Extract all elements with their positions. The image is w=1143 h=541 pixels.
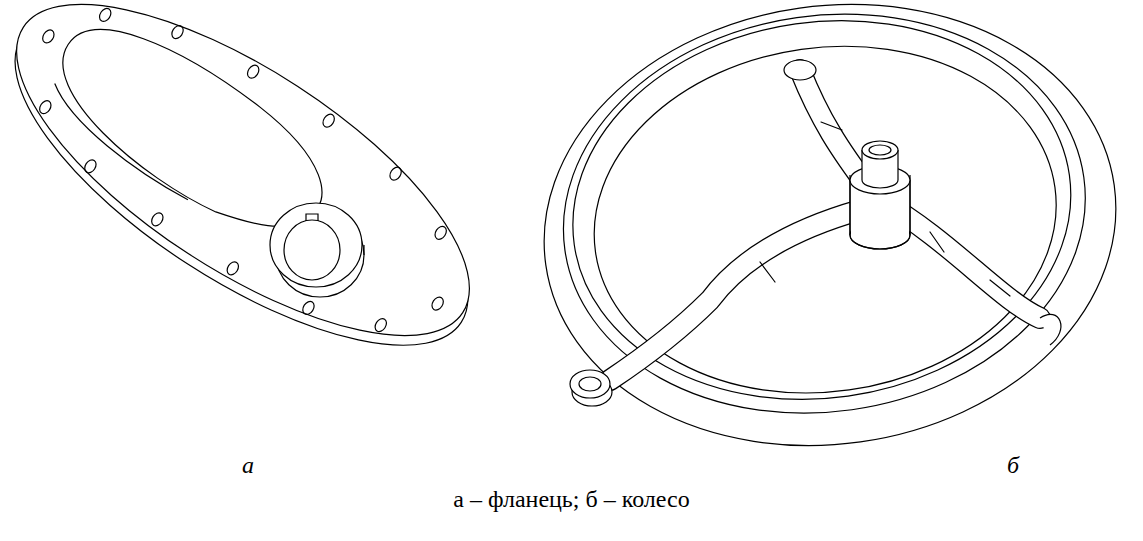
subfigure-letter: а (242, 452, 254, 478)
flange-drawing (0, 0, 521, 406)
figure-caption: а – фланець; б – колесо (453, 486, 689, 512)
wheel-drawing (515, 0, 1143, 482)
subfigure-letter: б (1007, 452, 1019, 478)
